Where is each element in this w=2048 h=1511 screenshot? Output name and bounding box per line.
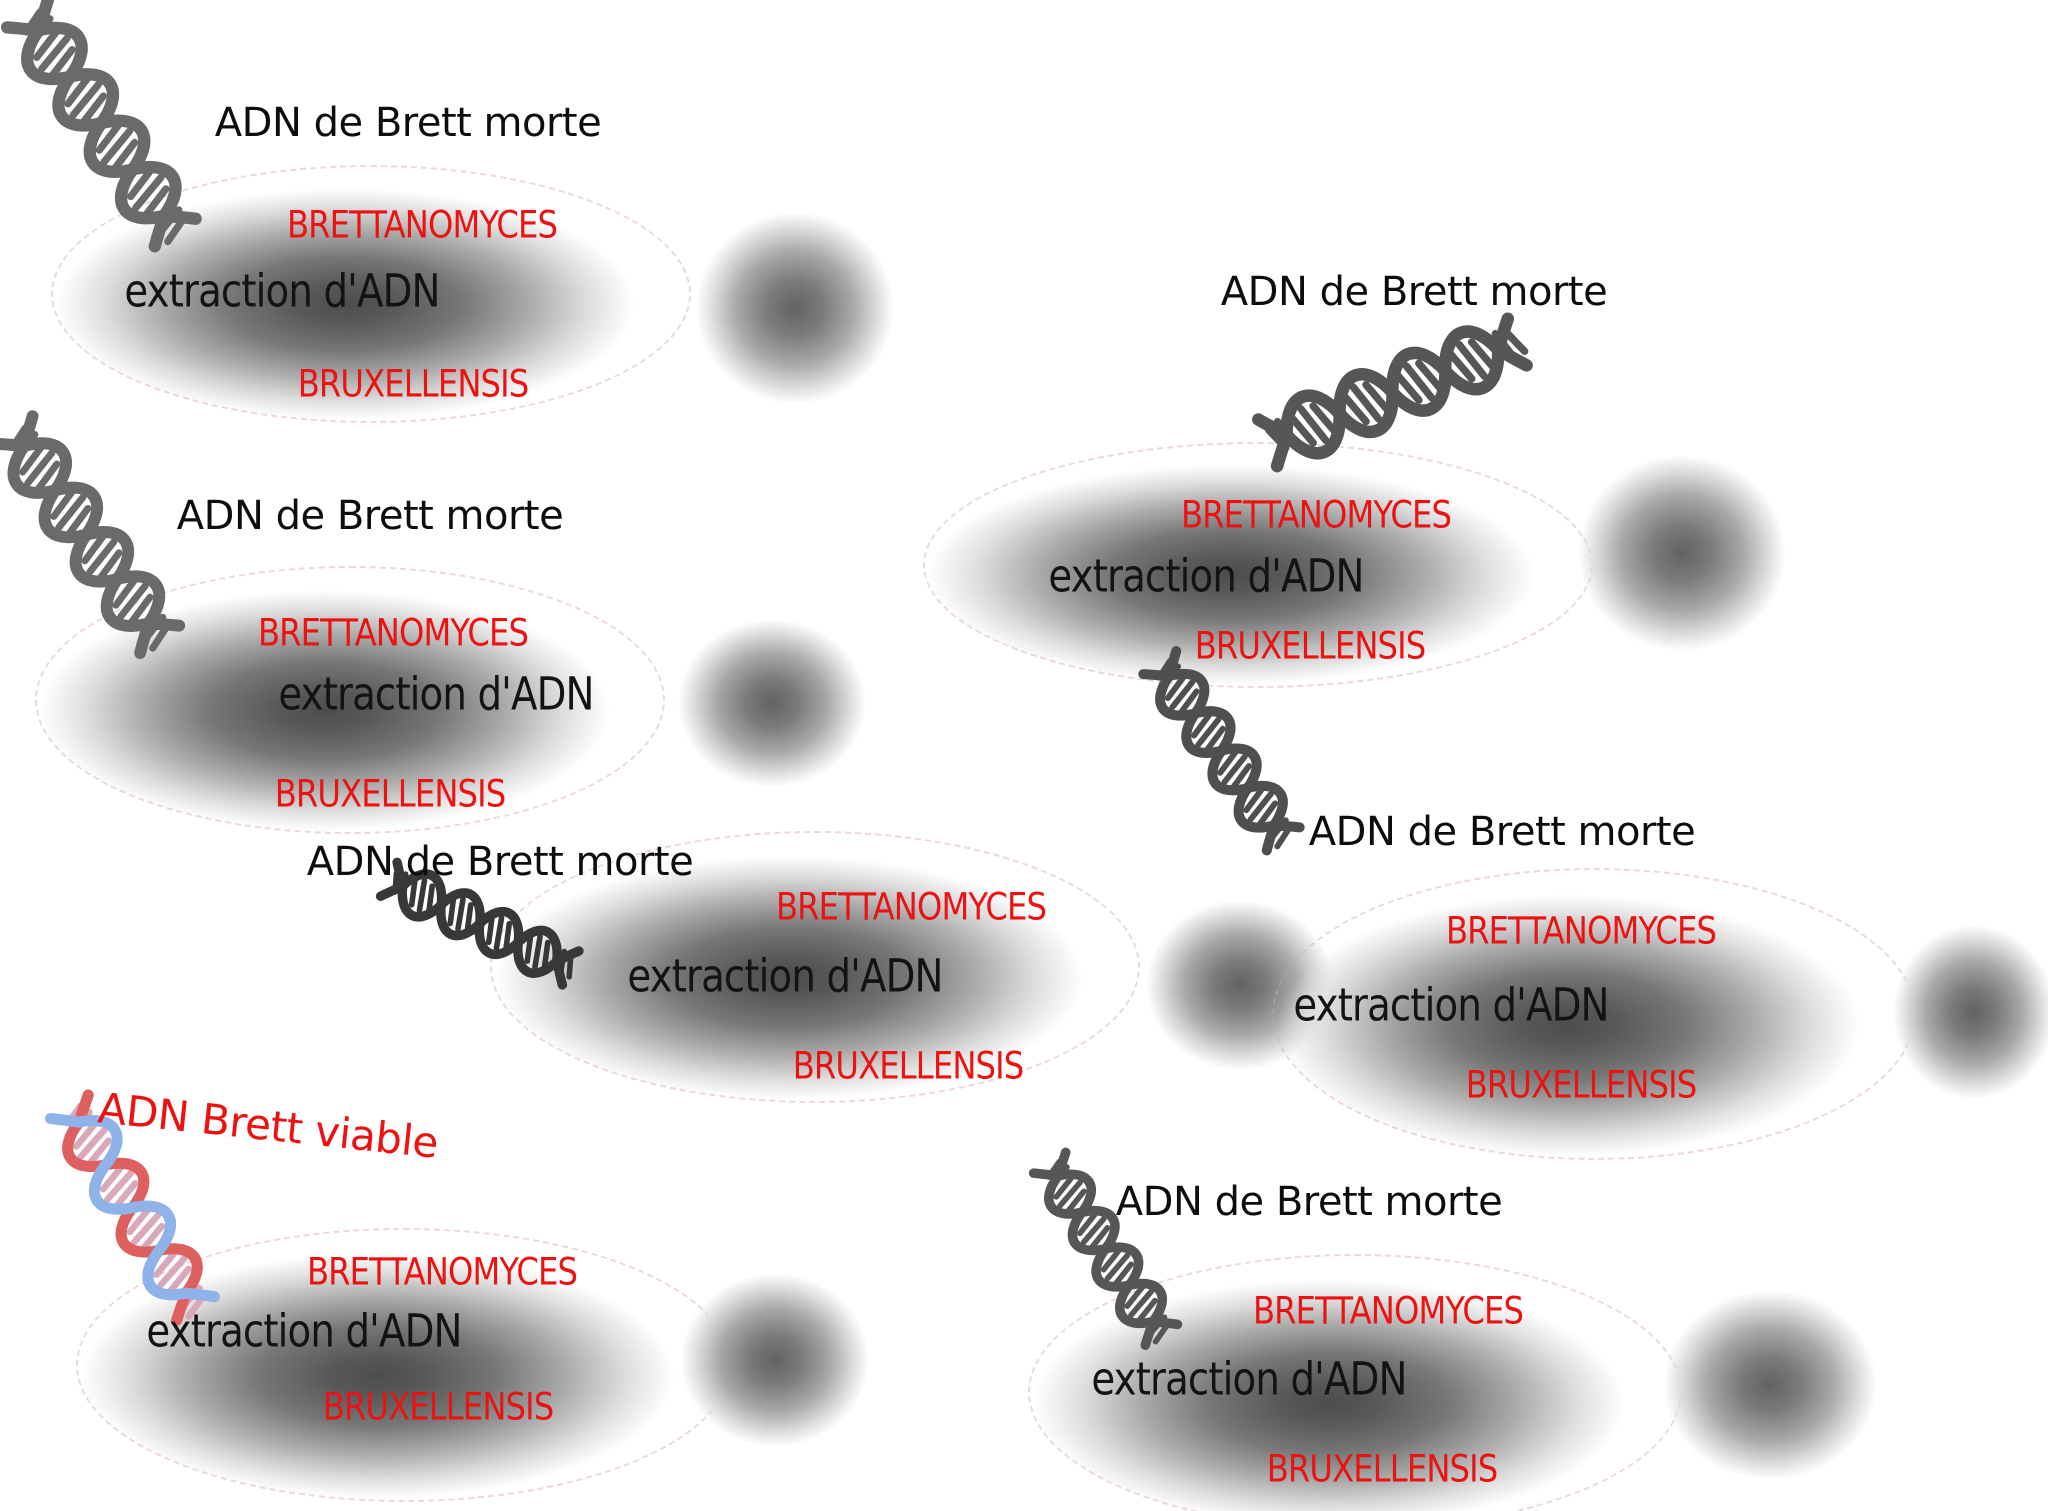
yeast-cell-body: [1272, 868, 1916, 1160]
dead-dna-label: ADN de Brett morte: [214, 100, 602, 146]
dead-dna-label: ADN de Brett morte: [1115, 1179, 1503, 1225]
genus-text: BRETTANOMYCES: [1445, 909, 1717, 953]
genus-text: BRETTANOMYCES: [1180, 493, 1452, 537]
extraction-text: extraction d'ADN: [146, 1304, 462, 1358]
dead-dna-label: ADN de Brett morte: [176, 493, 564, 539]
species-text: BRUXELLENSIS: [1266, 1447, 1498, 1491]
species-text: BRUXELLENSIS: [792, 1044, 1024, 1088]
genus-text: BRETTANOMYCES: [286, 203, 558, 247]
yeast-cell-bud: [680, 1272, 870, 1448]
genus-text: BRETTANOMYCES: [306, 1250, 578, 1294]
extraction-text: extraction d'ADN: [627, 949, 943, 1003]
yeast-cell-bud: [1662, 1289, 1878, 1481]
yeast-cell-body: [51, 165, 691, 423]
species-text: BRUXELLENSIS: [297, 362, 529, 406]
extraction-text: extraction d'ADN: [1293, 978, 1609, 1032]
yeast-cell-bud: [1892, 924, 2048, 1100]
species-text: BRUXELLENSIS: [1194, 624, 1426, 668]
dead-dna-label: ADN de Brett morte: [1308, 809, 1696, 855]
yeast-cell-bud: [1577, 454, 1787, 652]
yeast-cell-bud: [677, 618, 867, 788]
extraction-text: extraction d'ADN: [1048, 549, 1364, 603]
species-text: BRUXELLENSIS: [1465, 1063, 1697, 1107]
yeast-cell-bud: [695, 211, 895, 405]
yeast-cell-body: [490, 831, 1140, 1103]
dead-dna-label: ADN de Brett morte: [1220, 269, 1608, 315]
extraction-text: extraction d'ADN: [278, 667, 594, 721]
extraction-text: extraction d'ADN: [124, 264, 440, 318]
genus-text: BRETTANOMYCES: [257, 611, 529, 655]
genus-text: BRETTANOMYCES: [1252, 1289, 1524, 1333]
species-text: BRUXELLENSIS: [322, 1385, 554, 1429]
yeast-cell-body: [923, 442, 1593, 688]
extraction-text: extraction d'ADN: [1091, 1352, 1407, 1406]
genus-text: BRETTANOMYCES: [775, 885, 1047, 929]
dead-dna-label: ADN de Brett morte: [306, 839, 694, 885]
species-text: BRUXELLENSIS: [274, 772, 506, 816]
